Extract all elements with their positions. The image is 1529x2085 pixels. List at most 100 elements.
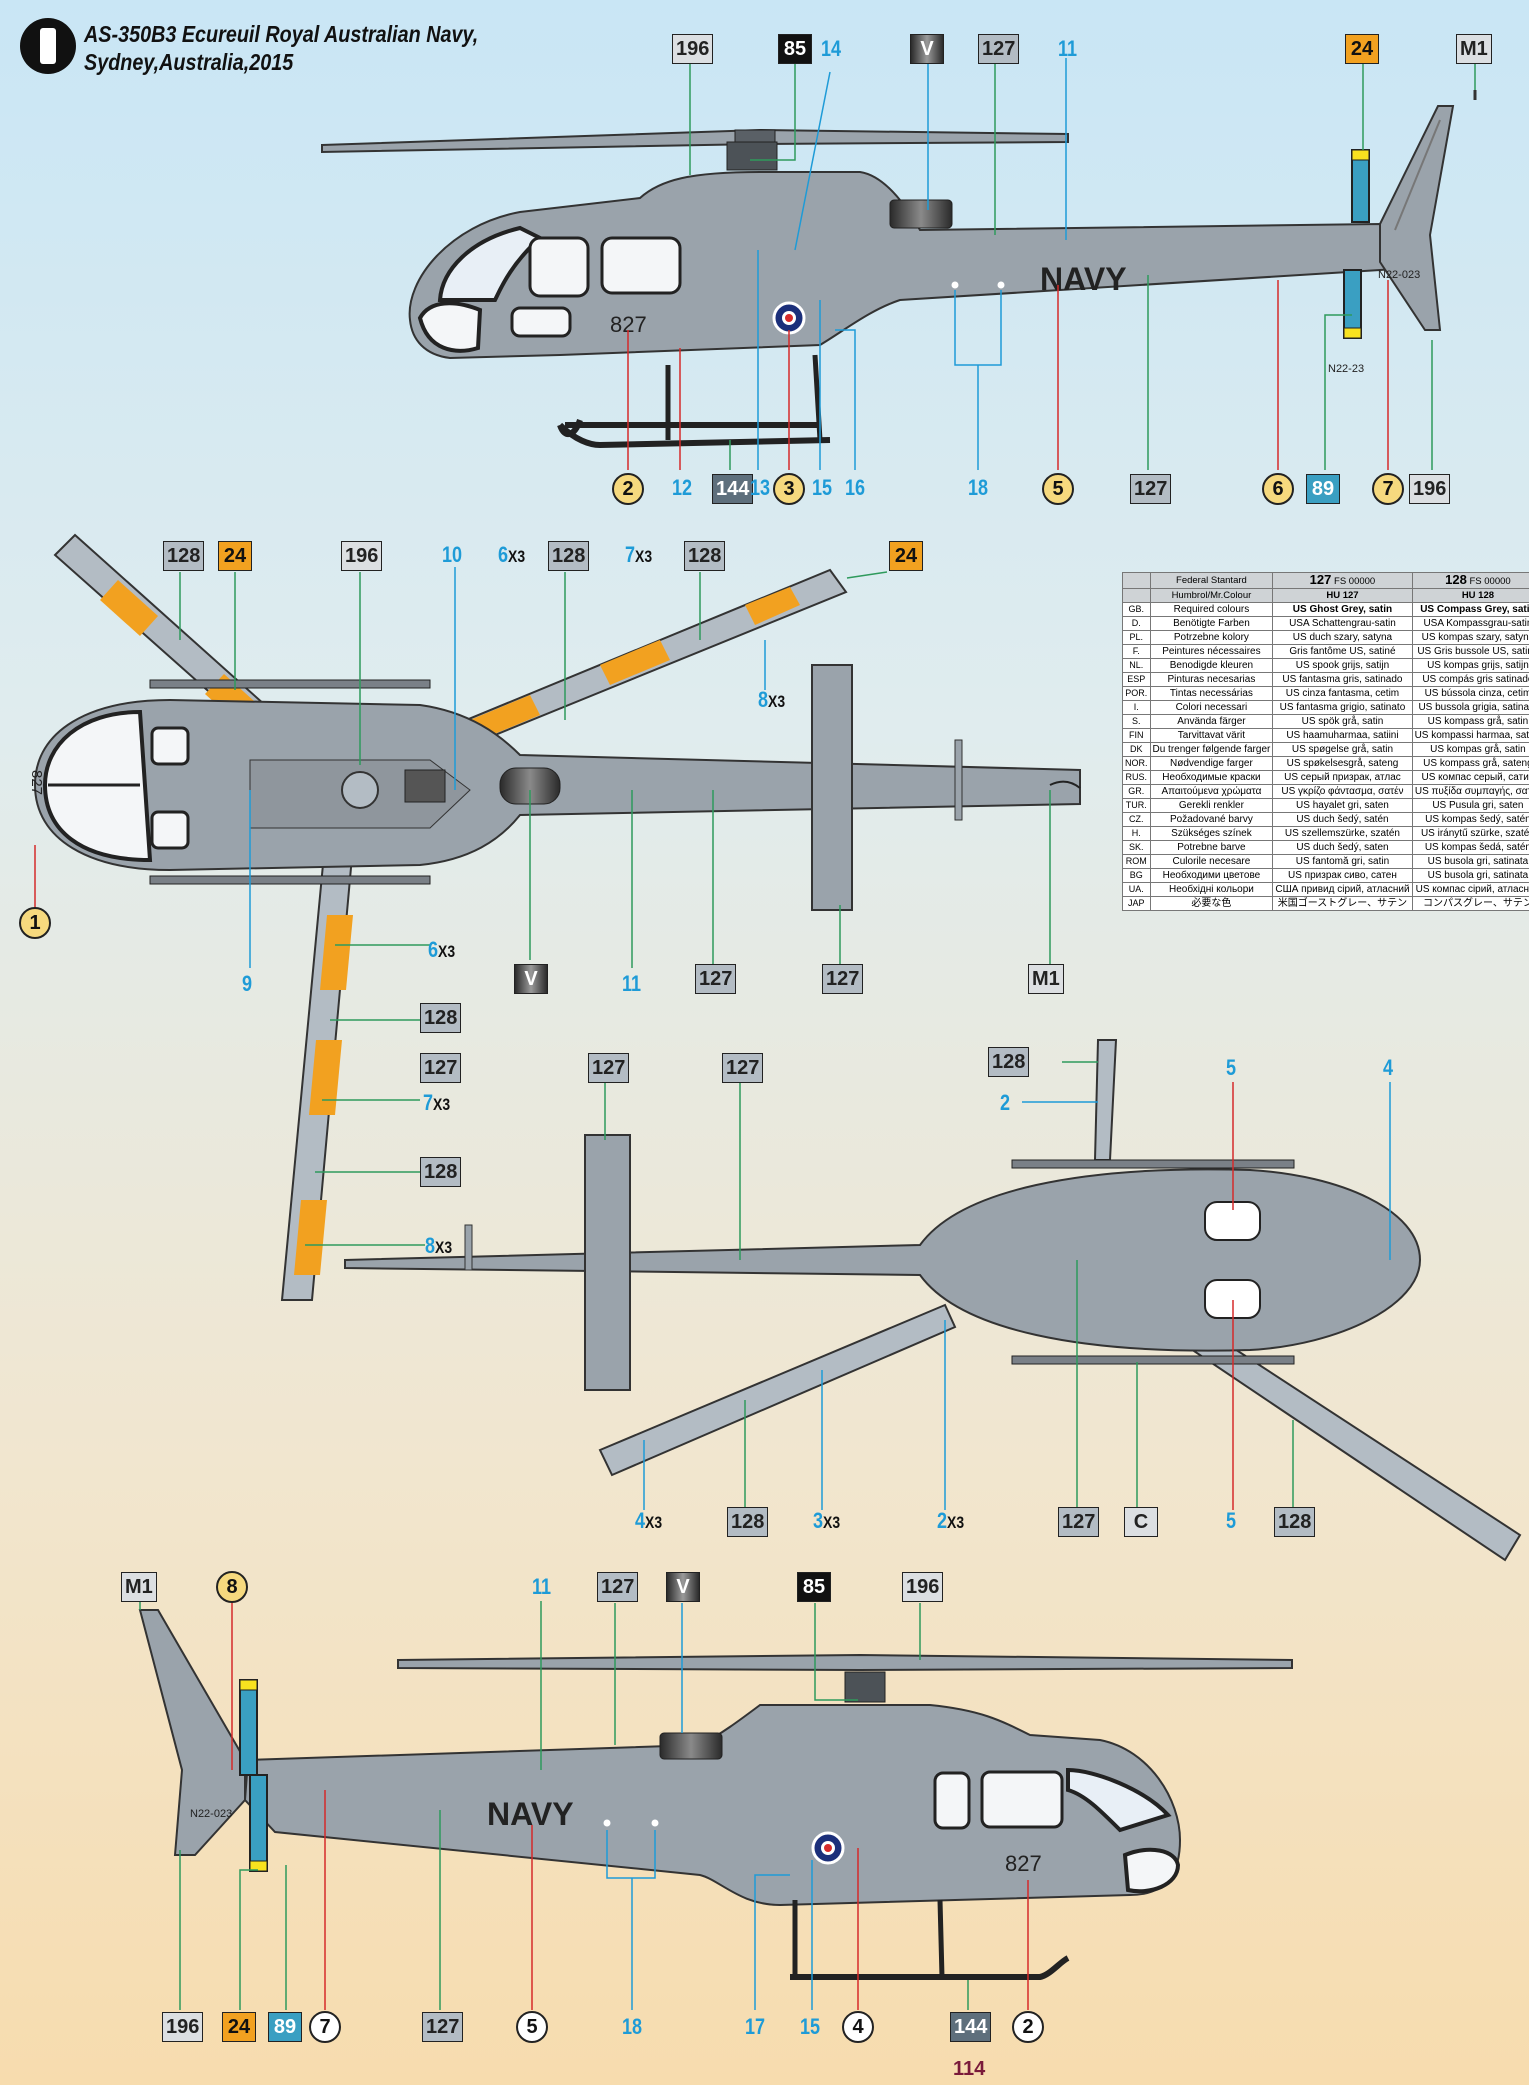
paint-table-cell: US bússola cinza, cetim	[1411, 686, 1529, 701]
step-number-glyph	[40, 28, 56, 64]
color-callout-128-bottom-b: 128	[727, 1507, 769, 1537]
paint-table-cell: US kompassi harmaa, satiini	[1411, 728, 1529, 743]
color-callout-127-blade: 127	[420, 1053, 462, 1083]
paint-table-cell: US призрак сиво, сатен	[1272, 868, 1413, 883]
decal-number-8: 8X3	[758, 687, 786, 712]
paint-table-cell: Gris fantôme US, satiné	[1272, 644, 1413, 659]
decal-number-18: 18	[968, 475, 989, 500]
paint-table-cell: H.	[1122, 826, 1151, 841]
step-callout-7: 7	[1372, 473, 1404, 505]
exhaust-right	[659, 1732, 723, 1760]
paint-table-cell: Benötigte Farben	[1149, 616, 1274, 631]
color-callout-127-bottom: 127	[588, 1053, 630, 1083]
paint-table-cell: Gerekli renkler	[1149, 798, 1274, 813]
decal-number-5-bottom: 5	[1226, 1508, 1237, 1533]
decal-number-9: 9	[242, 971, 253, 996]
bottom-view	[344, 1039, 1522, 1562]
nose-window-right	[1122, 1847, 1181, 1894]
registration-callout-left: N22-23	[1328, 363, 1364, 375]
paint-table-cell: US kompass grå, satin	[1411, 714, 1529, 729]
paint-table-cell: US kompas grijs, satijn	[1411, 658, 1529, 673]
decal-number-5: 5	[1226, 1055, 1237, 1080]
decal-number-16: 16	[845, 475, 866, 500]
decal-number-7: 7X3	[625, 542, 653, 567]
paint-table-cell: US компас серый, сатин	[1411, 770, 1529, 785]
color-callout-C: C	[1124, 1507, 1158, 1537]
registration-marking-left: N22-023	[1378, 269, 1420, 281]
color-callout-89: 89	[1306, 474, 1340, 504]
paint-table-cell: Benodigde kleuren	[1149, 658, 1274, 673]
paint-table-cell: 米国ゴーストグレー、サテン	[1272, 896, 1413, 911]
serial-marking-right: 827	[1005, 1851, 1042, 1876]
paint-127-code: 127 FS 00000	[1272, 572, 1413, 589]
paint-table-cell: Använda färger	[1149, 714, 1274, 729]
windscreen-left-profile	[437, 225, 544, 302]
decal-number-4: 4	[1383, 1055, 1394, 1080]
tail-fin-right	[138, 1609, 246, 1856]
paint-table-cell: US haamuharmaa, satiini	[1272, 728, 1413, 743]
paint-table-cell: Необходими цветове	[1149, 868, 1274, 883]
color-callout-24-top-right: 24	[889, 541, 923, 571]
decal-number-2-blade: 2X3	[937, 1508, 965, 1533]
paint-table-cell: US hayalet gri, saten	[1272, 798, 1413, 813]
paint-table-cell: US γκρίζο φάντασμα, σατέν	[1272, 784, 1413, 799]
title-line-2: Sydney,Australia,2015	[84, 49, 294, 75]
paint-table-cell: US kompass grå, sateng	[1411, 756, 1529, 771]
paint-table-cell: TUR.	[1122, 798, 1151, 813]
paint-table-cell: 必要な色	[1149, 896, 1274, 911]
color-callout-V-right: V	[666, 1572, 700, 1602]
decal-number-12: 12	[672, 475, 693, 500]
color-callout-128-blade: 128	[420, 1003, 462, 1033]
paint-table-cell: US fantomă gri, satin	[1272, 854, 1413, 869]
paint-table-cell: US компас сірий, атласний	[1411, 882, 1529, 897]
page-number: 114	[953, 2058, 986, 2080]
step-callout-2-right: 2	[1012, 2011, 1044, 2043]
decal-number-11: 11	[1058, 36, 1078, 61]
decal-number-11-right: 11	[532, 1574, 552, 1599]
paint-table-cell: F.	[1122, 644, 1151, 659]
color-callout-128-bottom: 128	[988, 1047, 1030, 1077]
paint-table-cell: US Pusula gri, saten	[1411, 798, 1529, 813]
paint-table-cell: US cinza fantasma, cetim	[1272, 686, 1413, 701]
main-rotor-blade-right-profile	[397, 1653, 1293, 1672]
color-callout-85-right: 85	[797, 1572, 831, 1602]
decal-number-6-blade: 6X3	[428, 937, 456, 962]
color-callout-24: 24	[1345, 34, 1379, 64]
paint-table-cell: UA.	[1122, 882, 1151, 897]
paint-table-cell: US spök grå, satin	[1272, 714, 1413, 729]
color-callout-V: V	[910, 34, 944, 64]
color-callout-196-right: 196	[902, 1572, 944, 1602]
paint-table-cell: US fantasma gris, satinado	[1272, 672, 1413, 687]
paint-table-cell: US fantasma grigio, satinato	[1272, 700, 1413, 715]
paint-table-cell: US Gris bussole US, satiné	[1411, 644, 1529, 659]
color-callout-127: 127	[978, 34, 1020, 64]
color-callout-M1-top: M1	[1028, 964, 1064, 994]
rotor-blade-bottom-sw	[598, 1303, 957, 1477]
paint-table-cell: Požadované barvy	[1149, 812, 1274, 827]
paint-table-cell: Du trenger følgende farger	[1149, 742, 1274, 757]
color-callout-127-top: 127	[695, 964, 737, 994]
paint-table-cell: Culorile necesare	[1149, 854, 1274, 869]
paint-table-cell: US duch šedý, satén	[1272, 812, 1413, 827]
paint-table-cell: US spook grijs, satijn	[1272, 658, 1413, 673]
fuselage-left-profile	[408, 171, 1411, 360]
navy-marking-right: NAVY	[487, 1796, 574, 1832]
color-callout-127-bottom-b: 127	[722, 1053, 764, 1083]
leader-lines-side-2	[139, 1601, 1029, 2010]
color-callout-127-bottom-c: 127	[1058, 1507, 1100, 1537]
color-callout-V-top: V	[514, 964, 548, 994]
color-callout-M1: M1	[1456, 34, 1492, 64]
paint-table-cell: Необхідні кольори	[1149, 882, 1274, 897]
